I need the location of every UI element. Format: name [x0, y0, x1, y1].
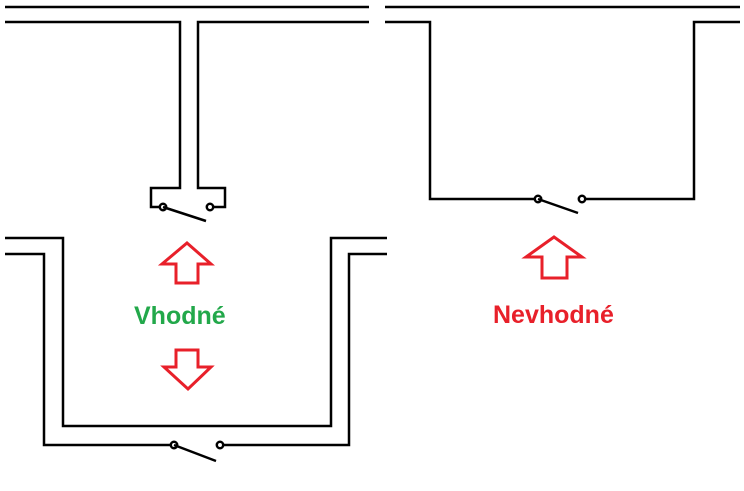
tank-inner-right: [221, 252, 387, 447]
switch-right-blade: [537, 197, 579, 215]
switch-icon: [169, 440, 225, 463]
right-right-branch: [581, 20, 740, 201]
switch-top-contact-right: [205, 202, 215, 212]
top-bus-left-branch: [5, 20, 182, 209]
tank-outer-left: [5, 236, 387, 428]
unsuitable-label: Nevhodné: [493, 301, 614, 329]
switch-bottom-contact-right: [215, 440, 225, 450]
right-panel: [385, 5, 740, 201]
switch-bottom-blade: [173, 443, 217, 463]
right-left-branch: [385, 20, 536, 201]
tank-inner-left: [5, 252, 172, 447]
switch-icon: [158, 202, 215, 223]
arrow-up-icon: [521, 235, 587, 280]
suitable-label: Vhodné: [134, 302, 226, 330]
switch-top-blade: [162, 205, 207, 223]
top-bus-right-branch: [196, 20, 369, 209]
switch-icon: [533, 194, 587, 215]
arrow-up-icon: [157, 241, 215, 285]
arrow-down-icon: [160, 348, 215, 392]
switch-right-contact-right: [577, 194, 587, 204]
left-panel: [5, 5, 387, 447]
